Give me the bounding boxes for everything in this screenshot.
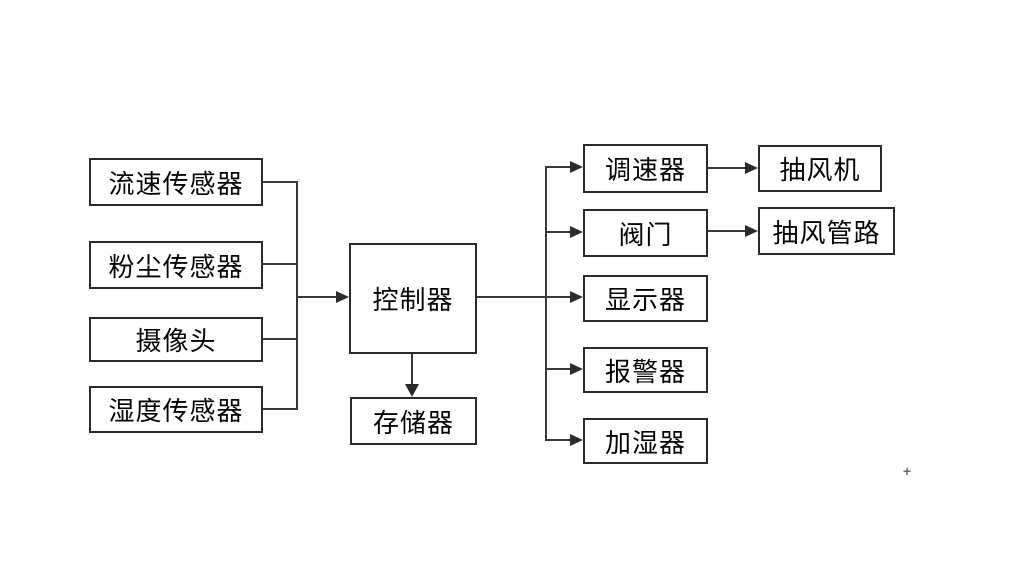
node-display: 显示器 — [583, 275, 708, 322]
connector-line-display — [547, 296, 570, 298]
node-controller: 控制器 — [349, 243, 477, 354]
node-humidity-sensor: 湿度传感器 — [89, 386, 263, 433]
arrowhead-right-icon-speed-regulator — [570, 161, 583, 173]
connector-line-flow-sensor — [263, 181, 297, 183]
connector-line-humidifier — [547, 439, 570, 441]
connector-line-dust-sensor — [263, 263, 297, 265]
connector-line-camera — [263, 338, 297, 340]
arrowhead-right-icon-exhaust-duct — [745, 225, 758, 237]
arrowhead-right-icon-valve — [570, 226, 583, 238]
node-speed-regulator: 调速器 — [583, 144, 708, 193]
connector-line-exhaust-fan — [708, 167, 745, 169]
connector-line-controller-out — [477, 296, 547, 298]
stray-plus-mark: + — [903, 463, 912, 479]
node-dust-sensor: 粉尘传感器 — [89, 241, 263, 289]
connector-line-controller-storage — [411, 354, 413, 384]
node-camera: 摄像头 — [89, 317, 263, 362]
connector-line-speed-regulator — [547, 166, 570, 168]
connector-line-exhaust-duct — [708, 230, 745, 232]
arrowhead-right-icon-alarm — [570, 363, 583, 375]
node-storage: 存储器 — [350, 397, 477, 445]
arrowhead-right-icon-display — [570, 291, 583, 303]
node-flow-sensor: 流速传感器 — [89, 158, 263, 206]
node-exhaust-fan: 抽风机 — [758, 145, 882, 192]
node-valve: 阀门 — [583, 209, 708, 257]
arrowhead-right-icon-exhaust-fan — [745, 162, 758, 174]
node-humidifier: 加湿器 — [583, 418, 708, 464]
arrowhead-down-icon-storage — [405, 384, 419, 397]
connector-line-valve — [547, 231, 570, 233]
node-exhaust-duct: 抽风管路 — [758, 207, 895, 255]
arrowhead-right-icon-humidifier — [570, 434, 583, 446]
left-bus-line — [296, 181, 298, 410]
arrowhead-right-icon-controller — [336, 291, 349, 303]
connector-line-alarm — [547, 368, 570, 370]
connector-line-humidity-sensor — [263, 408, 297, 410]
node-alarm: 报警器 — [583, 347, 708, 393]
connector-line-bus-to-controller — [296, 296, 336, 298]
right-bus-line — [545, 166, 547, 441]
